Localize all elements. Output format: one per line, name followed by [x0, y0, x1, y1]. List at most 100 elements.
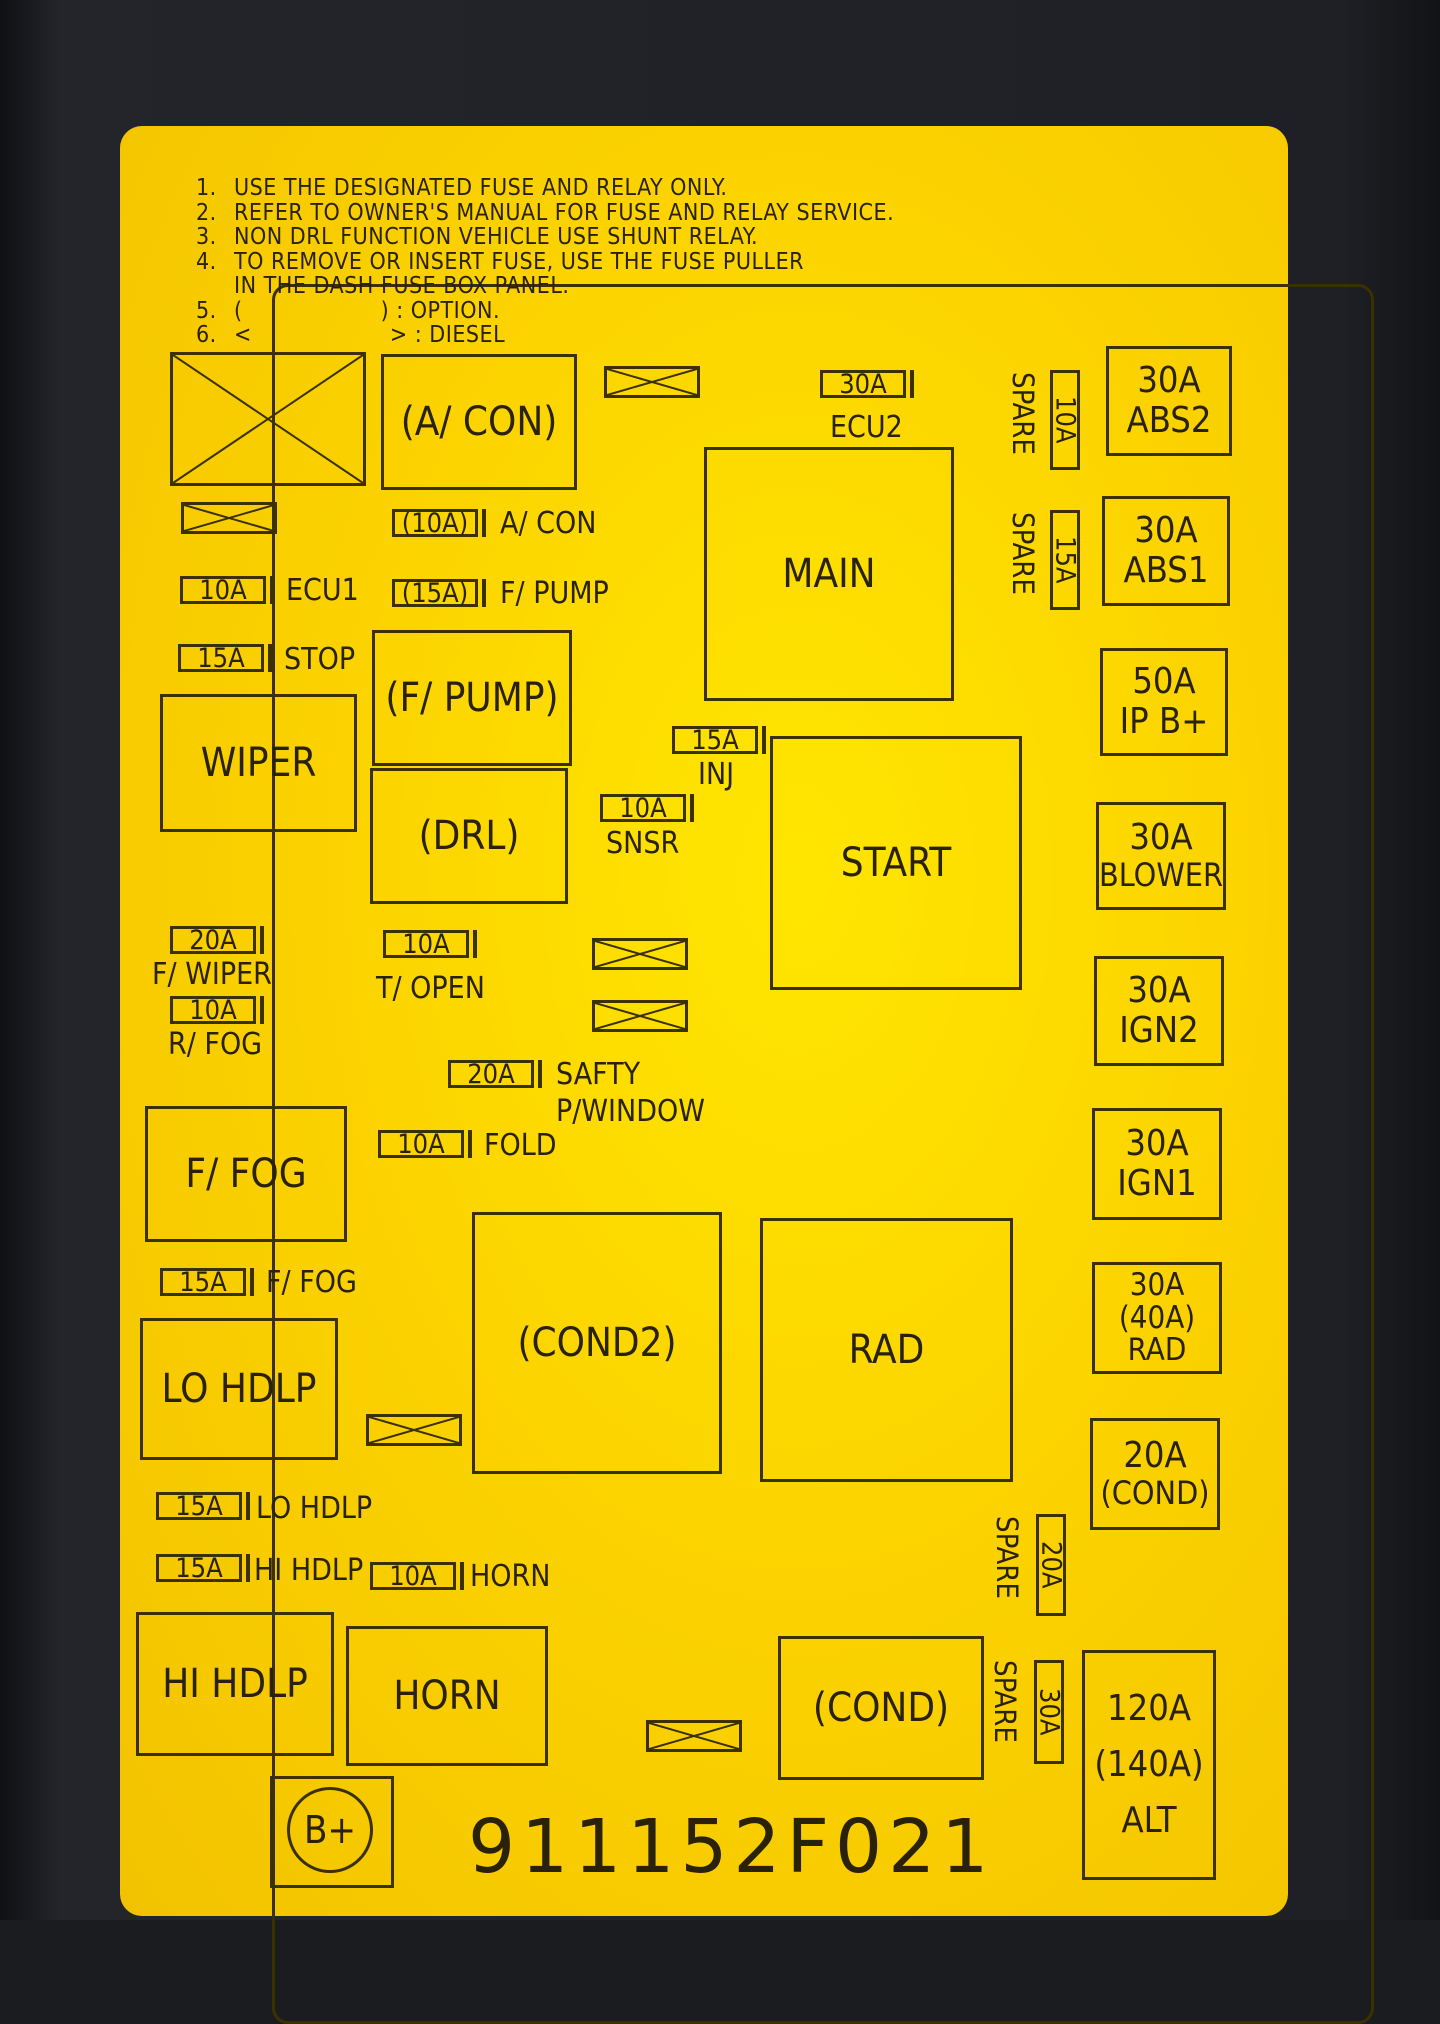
- fuse-fold: 10A: [378, 1128, 472, 1160]
- fusible-link-blower-name: BLOWER: [1099, 856, 1223, 895]
- fuse-hi-hdlp-amp: 15A: [175, 1552, 223, 1584]
- fuse-inj-name: INJ: [698, 757, 735, 792]
- fusible-link-alt-alt-amp: (140A): [1094, 1744, 1204, 1786]
- fuse-horn: 10A: [370, 1560, 464, 1592]
- fuse-stop-name: STOP: [284, 642, 356, 677]
- empty-slot-crossed: [646, 1720, 742, 1752]
- fuse-ecu2-amp: 30A: [839, 368, 887, 400]
- note-3: 3.NON DRL FUNCTION VEHICLE USE SHUNT REL…: [196, 224, 759, 250]
- relay-cond: (COND): [778, 1636, 984, 1780]
- spare-label: SPARE: [988, 1660, 1022, 1743]
- fuse-fold-amp: 10A: [397, 1128, 445, 1160]
- empty-slot-crossed: [366, 1414, 462, 1446]
- fuse-lo-hdlp-amp: 15A: [175, 1490, 223, 1522]
- fusible-link-cond-name: (COND): [1100, 1474, 1210, 1513]
- fusible-link-blower-amp: 30A: [1129, 816, 1193, 858]
- fuse-f-fog: 15A: [160, 1266, 254, 1298]
- fuse-a-con: (10A): [392, 507, 486, 539]
- fusible-link-abs2-name: ABS2: [1126, 400, 1212, 441]
- fuse-snsr-name: SNSR: [606, 826, 680, 861]
- relay-drl: (DRL): [370, 768, 568, 904]
- fuse-safety-amp: 20A: [467, 1058, 515, 1090]
- blank-slot-crossed: [170, 352, 366, 486]
- empty-slot-crossed: [181, 502, 277, 534]
- relay-main: MAIN: [704, 447, 954, 701]
- fuse-lo-hdlp: 15A: [156, 1490, 250, 1522]
- spare-fuse-20a: 20A: [1035, 1514, 1067, 1616]
- empty-slot-crossed: [604, 366, 700, 398]
- battery-terminal-label: B+: [303, 1808, 357, 1852]
- fuse-stop: 15A: [178, 642, 272, 674]
- relay-lo-hdlp: LO HDLP: [140, 1318, 338, 1460]
- fusible-link-ign2-amp: 30A: [1127, 969, 1191, 1011]
- fuse-t-open-amp: 10A: [402, 928, 450, 960]
- fuse-f-pump-amp: (15A): [401, 577, 469, 609]
- fuse-ecu1: 10A: [180, 576, 274, 604]
- fuse-f-pump-name: F/ PUMP: [500, 576, 609, 611]
- spare-fuse-15a-amp: 15A: [1049, 536, 1081, 584]
- fusible-link-abs1-name: ABS1: [1123, 550, 1209, 591]
- fuse-horn-name: HORN: [470, 1559, 551, 1594]
- relay-rad-label: RAD: [848, 1327, 925, 1373]
- relay-hi-hdlp-label: HI HDLP: [162, 1661, 308, 1707]
- relay-f-fog-label: F/ FOG: [185, 1151, 307, 1197]
- fuse-f-wiper-name: F/ WIPER: [152, 957, 272, 992]
- relay-wiper: WIPER: [160, 694, 357, 832]
- fuse-stop-amp: 15A: [197, 642, 245, 674]
- relay-rad: RAD: [760, 1218, 1013, 1482]
- fuse-a-con-amp: (10A): [401, 507, 469, 539]
- fusible-link-alt: 120A(140A)ALT: [1082, 1650, 1216, 1880]
- battery-terminal-box: B+: [270, 1776, 394, 1888]
- fuse-inj-amp: 15A: [691, 724, 739, 756]
- fusible-link-rad-alt-amp: (40A): [1118, 1299, 1196, 1336]
- fuse-a-con-name: A/ CON: [500, 506, 597, 541]
- relay-drl-label: (DRL): [418, 813, 520, 859]
- fusible-link-rad-name: RAD: [1127, 1332, 1187, 1369]
- relay-main-label: MAIN: [782, 551, 876, 597]
- fuse-ecu2-name: ECU2: [830, 410, 903, 445]
- fuse-inj: 15A: [672, 724, 766, 756]
- fuse-safety-p-window: 20A: [448, 1058, 542, 1090]
- fuse-ecu2: 30A: [820, 368, 914, 400]
- fusible-link-abs2-amp: 30A: [1137, 359, 1201, 401]
- fuse-f-fog-amp: 15A: [179, 1266, 227, 1298]
- relay-start: START: [770, 736, 1022, 990]
- fusible-link-cond-amp: 20A: [1123, 1434, 1187, 1476]
- fuse-safety-name-2: P/WINDOW: [556, 1094, 705, 1129]
- note-6: 6.<> : DIESEL: [196, 322, 506, 348]
- fuse-f-wiper: 20A: [170, 926, 264, 954]
- fuse-f-fog-name: F/ FOG: [266, 1265, 357, 1300]
- fusible-link-rad: 30A(40A)RAD: [1092, 1262, 1222, 1374]
- fusible-link-ip-b-plus-amp: 50A: [1132, 660, 1196, 702]
- relay-a-con: (A/ CON): [381, 354, 577, 490]
- relay-f-pump-label: (F/ PUMP): [385, 675, 559, 721]
- fuse-t-open-name: T/ OPEN: [376, 971, 485, 1006]
- note-1: 1.USE THE DESIGNATED FUSE AND RELAY ONLY…: [196, 175, 728, 201]
- fusible-link-abs1-amp: 30A: [1134, 509, 1198, 551]
- fuse-ecu1-name: ECU1: [286, 573, 359, 608]
- fuse-hi-hdlp: 15A: [156, 1552, 250, 1584]
- fuse-horn-amp: 10A: [389, 1560, 437, 1592]
- empty-slot-crossed: [592, 1000, 688, 1032]
- note-5: 5.() : OPTION.: [196, 297, 501, 324]
- relay-start-label: START: [840, 840, 952, 886]
- relay-cond-label: (COND): [812, 1685, 950, 1731]
- note-4-continued: IN THE DASH FUSE BOX PANEL.: [234, 273, 570, 299]
- fuse-f-pump: (15A): [392, 577, 486, 609]
- relay-cond2-label: (COND2): [517, 1320, 677, 1366]
- fuse-r-fog: 10A: [170, 996, 264, 1024]
- fusible-link-alt-amp: 120A: [1107, 1688, 1191, 1730]
- spare-label: SPARE: [1006, 512, 1040, 595]
- empty-slot-crossed: [592, 938, 688, 970]
- spare-label: SPARE: [990, 1516, 1024, 1599]
- fuse-safety-name: SAFTY: [556, 1057, 641, 1092]
- battery-plus-icon: B+: [287, 1787, 373, 1873]
- spare-fuse-15a: 15A: [1049, 510, 1081, 610]
- spare-fuse-20a-amp: 20A: [1035, 1541, 1067, 1589]
- spare-fuse-30a: 30A: [1034, 1660, 1065, 1764]
